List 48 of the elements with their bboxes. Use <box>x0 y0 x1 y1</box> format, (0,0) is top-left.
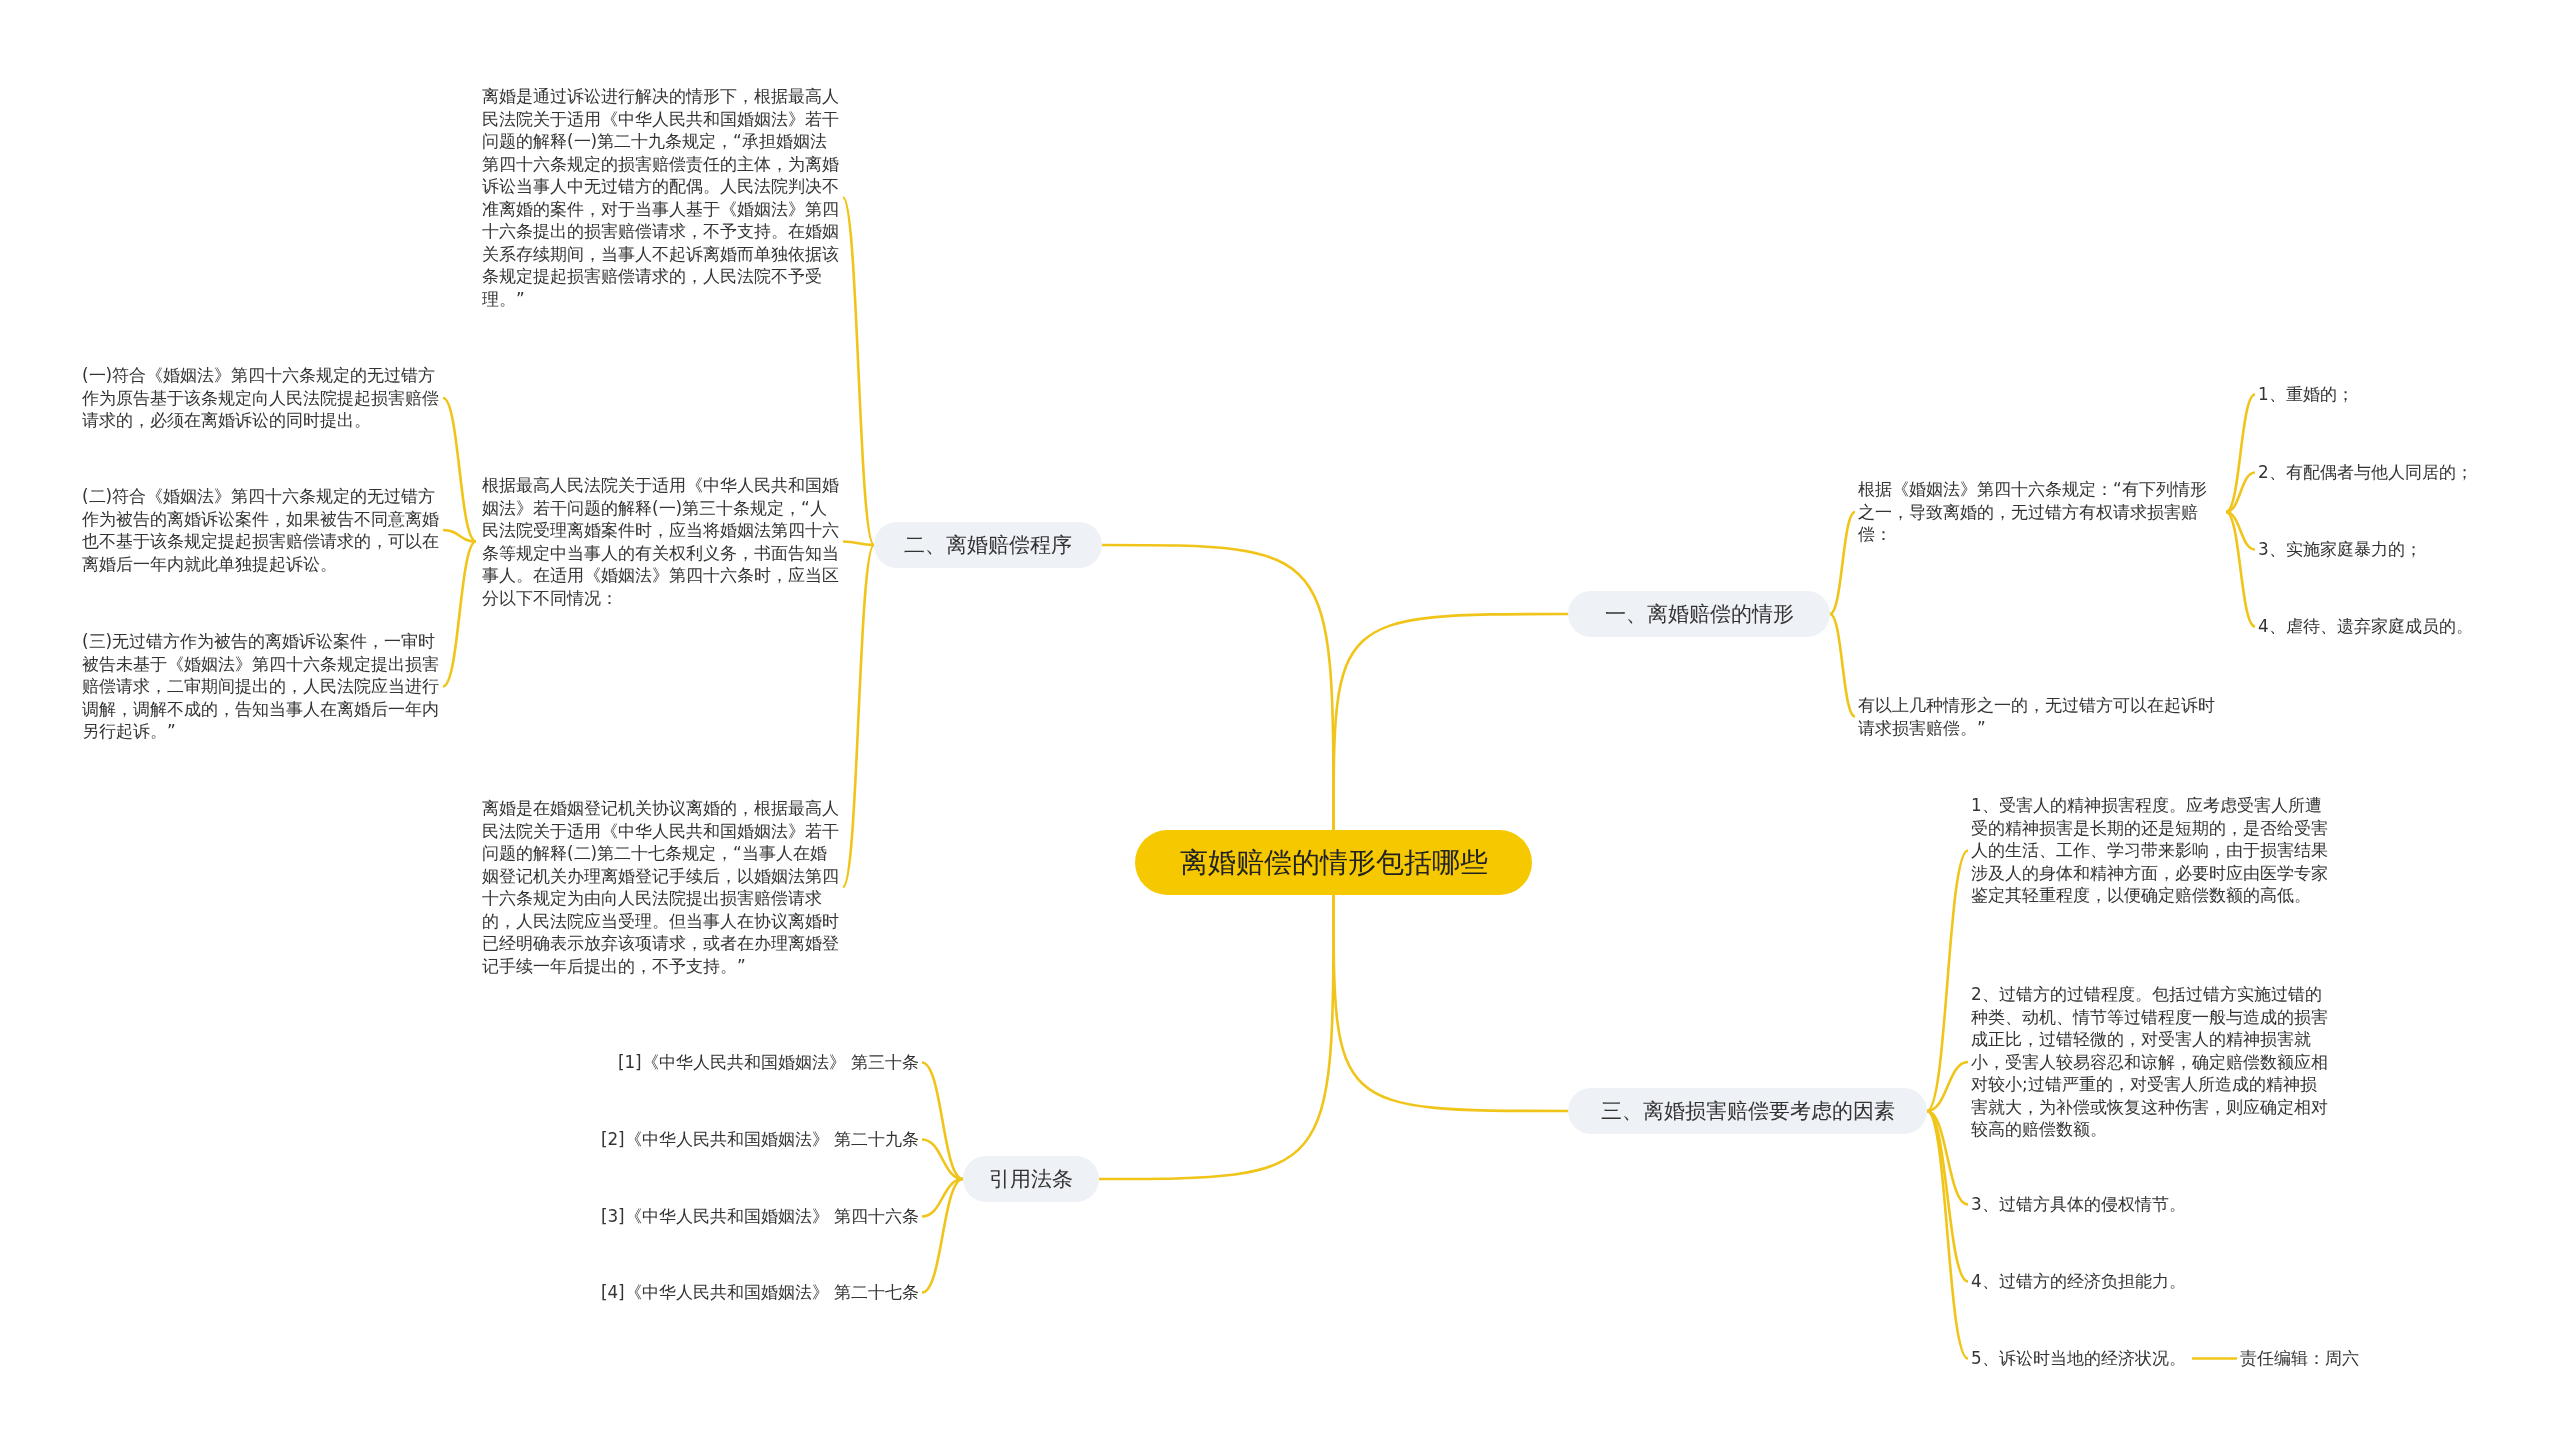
leaf-text: 1、重婚的； <box>2258 383 2354 406</box>
leaf-text: 2、有配偶者与他人同居的； <box>2258 461 2473 484</box>
connector-line <box>2225 471 2256 514</box>
leaf-text: 责任编辑：周六 <box>2240 1347 2359 1370</box>
leaf-text: [4]《中华人民共和国婚姻法》 第二十七条 <box>600 1281 919 1304</box>
leaf-text: (一)符合《婚姻法》第四十六条规定的无过错方作为原告基于该条规定向人民法院提起损害赔偿请求的，必须在离婚诉讼的同时提出。 <box>82 364 440 432</box>
topic-box: 离婚赔偿的情形包括哪些 <box>1135 830 1532 895</box>
leaf-text: 1、受害人的精神损害程度。应考虑受害人所遭受的精神损害是长期的还是短期的，是否给受害人的生活、工作、学习带来影响，由于损害结果涉及人的身体和精神方面，必要时应由医学专家鉴定其轻重程度，以便确定赔偿数额的高低。 <box>1971 794 2331 907</box>
leaf-text: 3、实施家庭暴力的； <box>2258 538 2422 561</box>
leaf-text: 2、过错方的过错程度。包括过错方实施过错的种类、动机、情节等过错程度一般与造成的损害成正比，过错轻微的，对受害人的精神损害就小，受害人较易容忍和谅解，确定赔偿数额应相对较小;过错严重的，对受害人所造成的精神损害就大，为补偿或恢复这种伤害，则应确定相对较高的赔偿数额。 <box>1971 983 2331 1141</box>
leaf-text: 4、虐待、遗弃家庭成员的。 <box>2258 615 2473 638</box>
connector-line <box>442 540 477 688</box>
connector-line <box>1926 1110 1969 1360</box>
branch-box: 三、离婚损害赔偿要考虑的因素 <box>1568 1088 1927 1134</box>
connector-line <box>1926 1060 1969 1113</box>
connector-line <box>442 396 477 543</box>
connector-line <box>842 540 875 547</box>
connector-line <box>1099 895 1335 1181</box>
leaf-text: 离婚是在婚姻登记机关协议离婚的，根据最高人民法院关于适用《中华人民共和国婚姻法》若干问题的解释(二)第二十七条规定，“当事人在婚姻登记机关办理离婚登记手续后，以婚姻法第四十六条规定为由向人民法院提出损害赔偿请求的，人民法院应当受理。但当事人在协议离婚时已经明确表示放弃该项请求，或者在办理离婚登记手续一年后提出的，不予支持。” <box>482 797 840 977</box>
connector-line <box>2225 393 2256 514</box>
leaf-text: 根据《婚姻法》第四十六条规定：“有下列情形之一，导致离婚的，无过错方有权请求损害赔偿： <box>1858 478 2220 546</box>
leaf-text: (三)无过错方作为被告的离婚诉讼案件，一审时被告未基于《婚姻法》第四十六条规定提出损害赔偿请求，二审期间提出的，人民法院应当进行调解，调解不成的，告知当事人在离婚后一年内另行起诉。” <box>82 630 440 743</box>
connector-line <box>2225 510 2256 628</box>
leaf-text: (二)符合《婚姻法》第四十六条规定的无过错方作为被告的离婚诉讼案件，如果被告不同意离婚也不基于该条规定提起损害赔偿请求的，可以在离婚后一年内就此单独提起诉讼。 <box>82 485 440 575</box>
connector-line <box>921 1177 964 1294</box>
connector-line <box>1926 849 1969 1112</box>
branch-box: 一、离婚赔偿的情形 <box>1568 591 1830 637</box>
leaf-text: 5、诉讼时当地的经济状况。 <box>1971 1347 2186 1370</box>
branch-box: 引用法条 <box>963 1156 1099 1202</box>
leaf-text: [3]《中华人民共和国婚姻法》 第四十六条 <box>600 1205 919 1228</box>
leaf-text: [2]《中华人民共和国婚姻法》 第二十九条 <box>600 1128 919 1151</box>
connector-line <box>841 196 876 546</box>
leaf-text: 有以上几种情形之一的，无过错方可以在起诉时请求损害赔偿。” <box>1858 694 2220 739</box>
connector-line <box>442 528 477 543</box>
connector-line <box>1829 612 1856 718</box>
connector-line <box>921 1061 964 1181</box>
leaf-text: [1]《中华人民共和国婚姻法》 第三十条 <box>617 1051 919 1074</box>
connector-line <box>1829 510 1856 616</box>
connector-line <box>841 544 876 888</box>
connector-line <box>2192 1357 2237 1360</box>
connector-line <box>2225 510 2256 551</box>
connector-line <box>1102 543 1335 830</box>
leaf-text: 4、过错方的经济负担能力。 <box>1971 1270 2186 1293</box>
branch-box: 二、离婚赔偿程序 <box>874 522 1102 568</box>
connector-line <box>921 1138 964 1181</box>
leaf-text: 3、过错方具体的侵权情节。 <box>1971 1193 2186 1216</box>
leaf-text: 根据最高人民法院关于适用《中华人民共和国婚姻法》若干问题的解释(一)第三十条规定，“人民法院受理离婚案件时，应当将婚姻法第四十六条等规定中当事人的有关权利义务，书面告知当事人。在适用《婚姻法》第四十六条时，应当区分以下不同情况： <box>482 474 840 609</box>
leaf-text: 离婚是通过诉讼进行解决的情形下，根据最高人民法院关于适用《中华人民共和国婚姻法》若干问题的解释(一)第二十九条规定，“承担婚姻法第四十六条规定的损害赔偿责任的主体，为离婚诉讼当事人中无过错方的配偶。人民法院判决不准离婚的案件，对于当事人基于《婚姻法》第四十六条提出的损害赔偿请求，不予支持。在婚姻关系存续期间，当事人不起诉离婚而单独依据该条规定提起损害赔偿请求的，人民法院不予受理。” <box>482 85 840 310</box>
